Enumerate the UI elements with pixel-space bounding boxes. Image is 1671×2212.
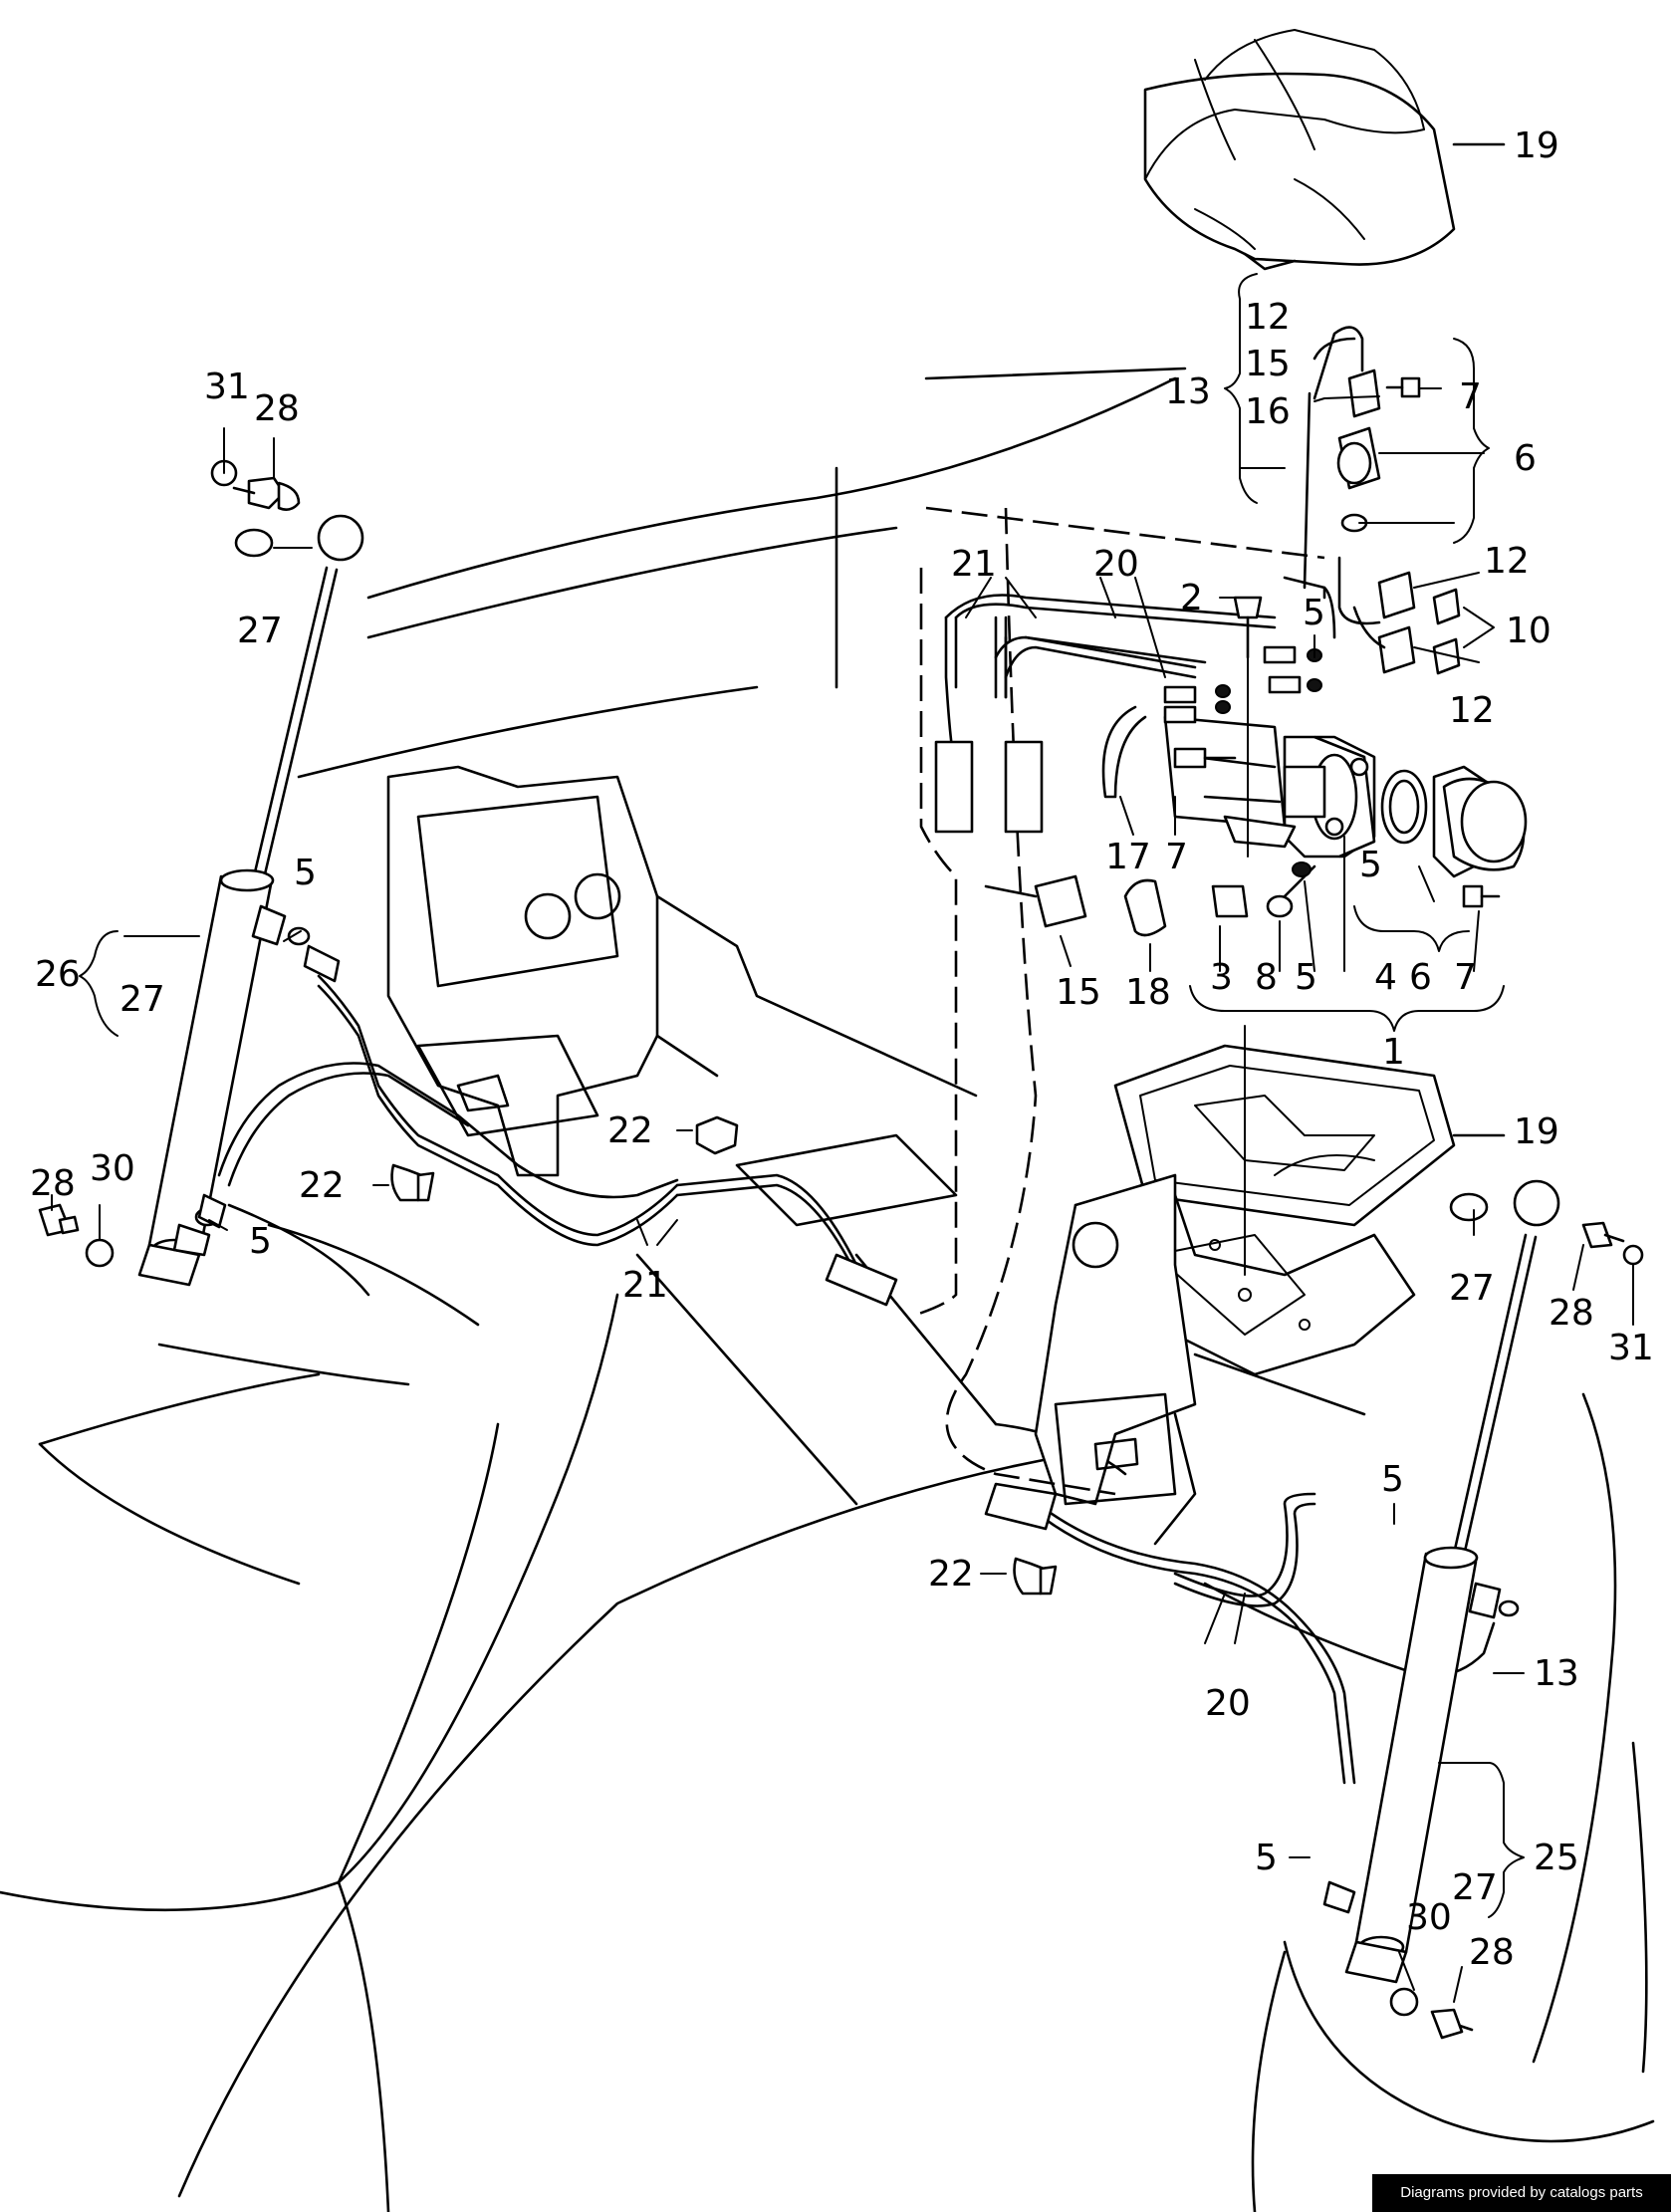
callout-labels: 19 12 15 13 16 7 6 12 10 12 21 20 2 5 17… <box>30 125 1654 1973</box>
callout-label: 10 <box>1506 611 1552 651</box>
callout-label: 7 <box>1459 376 1482 417</box>
footer-credit: Diagrams provided by catalogs parts <box>1372 2174 1671 2212</box>
callout-label: 31 <box>1608 1328 1654 1368</box>
callout-label: 19 <box>1514 1111 1559 1152</box>
left-mount-bracket <box>386 765 978 1227</box>
callout-label: 5 <box>1255 1838 1278 1878</box>
callout-label: 26 <box>35 954 81 995</box>
callout-leaders <box>51 273 1634 2003</box>
callout-label: 20 <box>1205 1683 1251 1724</box>
callout-label: 15 <box>1245 344 1291 384</box>
callout-label: 12 <box>1245 297 1291 338</box>
callout-label: 7 <box>1165 837 1188 877</box>
callout-label: 21 <box>951 544 997 585</box>
callout-label: 15 <box>1056 972 1101 1013</box>
top-cover <box>1143 29 1506 271</box>
right-hydraulic-strut <box>1322 1179 1644 2040</box>
callout-label: 7 <box>1454 957 1477 998</box>
callout-label: 25 <box>1534 1838 1579 1878</box>
callout-label: 22 <box>299 1165 345 1206</box>
callout-label: 17 <box>1105 837 1151 877</box>
callout-label: 18 <box>1125 972 1171 1013</box>
callout-label: 13 <box>1534 1653 1579 1694</box>
callout-label: 22 <box>928 1554 974 1595</box>
left-hydraulic-strut <box>38 459 364 1287</box>
callout-label: 1 <box>1382 1032 1405 1073</box>
callout-label: 30 <box>90 1148 135 1189</box>
callout-label: 28 <box>1469 1932 1515 1973</box>
hydraulic-lines <box>217 594 1496 1785</box>
pump-motor-assembly <box>984 326 1528 937</box>
right-mount-bracket <box>1034 1173 1197 1546</box>
callout-label: 8 <box>1255 957 1278 998</box>
callout-label: 2 <box>1180 578 1203 618</box>
callout-label: 27 <box>1449 1268 1495 1309</box>
callout-label: 5 <box>294 853 317 893</box>
callout-label: 3 <box>1210 957 1233 998</box>
callout-label: 27 <box>1452 1867 1498 1908</box>
callout-label: 21 <box>622 1265 668 1306</box>
car-body-outline <box>0 367 1655 2212</box>
callout-label: 6 <box>1409 957 1432 998</box>
callout-label: 12 <box>1449 690 1495 731</box>
callout-label: 12 <box>1484 541 1530 582</box>
callout-label: 4 <box>1374 957 1397 998</box>
callout-label: 13 <box>1165 371 1211 412</box>
callout-label: 20 <box>1093 544 1139 585</box>
callout-label: 31 <box>204 367 250 407</box>
callout-label: 5 <box>1303 593 1325 633</box>
callout-label: 30 <box>1406 1897 1452 1938</box>
callout-label: 28 <box>30 1163 76 1204</box>
callout-label: 16 <box>1245 391 1291 432</box>
callout-label: 5 <box>249 1221 272 1262</box>
callout-label: 6 <box>1514 438 1537 479</box>
callout-label: 5 <box>1359 845 1382 885</box>
callout-label: 28 <box>1549 1293 1594 1334</box>
callout-label: 5 <box>1381 1459 1404 1500</box>
callout-label: 22 <box>607 1110 653 1151</box>
callout-label: 27 <box>237 611 283 651</box>
callout-label: 19 <box>1514 125 1559 166</box>
callout-label: 28 <box>254 388 300 429</box>
callout-label: 27 <box>119 979 165 1020</box>
callout-label: 5 <box>1295 957 1317 998</box>
line-clamps <box>390 1115 1058 1596</box>
